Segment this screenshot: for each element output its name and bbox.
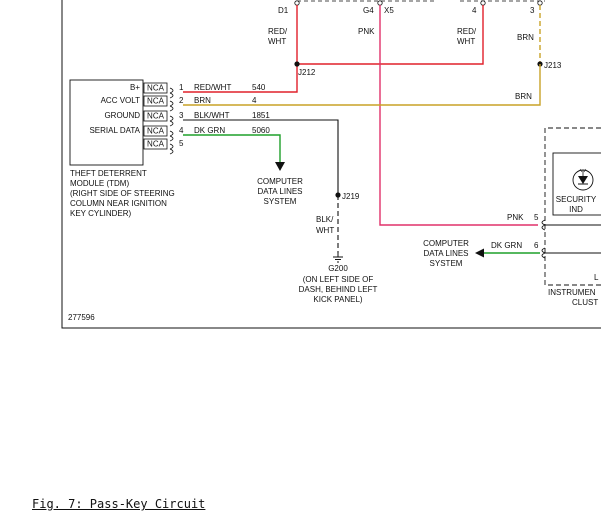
nca-label: NCA (147, 84, 165, 93)
tdm-name-2: MODULE (TDM) (70, 179, 129, 188)
top-terminal-g4 (377, 0, 383, 6)
label-pin3: 3 (530, 6, 535, 15)
tdm-circuit-number: 5060 (252, 126, 270, 135)
splice-j212 (294, 61, 300, 67)
figure-caption: Fig. 7: Pass-Key Circuit (32, 497, 206, 511)
connector-icon (169, 87, 174, 99)
tdm-pin-number: 3 (179, 111, 184, 120)
tdm-pin-number: 4 (179, 126, 184, 135)
label-brn-top: BRN (517, 33, 534, 42)
wire-red-wht-to-pin1 (183, 64, 298, 93)
wire-pnk (379, 5, 538, 226)
tdm-pin-label: SERIAL DATA (89, 126, 140, 135)
label-red-wht-1: RED/ (268, 27, 288, 36)
label-pnk-right: PNK (507, 213, 524, 222)
label-brn-right: BRN (515, 92, 532, 101)
label-red-wht-2: WHT (268, 37, 286, 46)
tdm-name-1: THEFT DETERRENT (70, 169, 147, 178)
computer-data-left-3: SYSTEM (264, 197, 297, 206)
computer-data-right-3: SYSTEM (430, 259, 463, 268)
top-terminal-d1 (294, 0, 300, 6)
nca-box (143, 138, 168, 150)
ground-line-1: (ON LEFT SIDE OF (303, 275, 374, 284)
instrument-cluster-box (544, 127, 601, 286)
arrow-left-icon (475, 248, 484, 258)
label-red-wht2-2: WHT (457, 37, 475, 46)
tdm-pin-number: 5 (179, 139, 184, 148)
nca-label: NCA (147, 127, 165, 136)
security-label-1: SECURITY (556, 195, 597, 204)
computer-data-left-2: DATA LINES (257, 187, 302, 196)
label-red-wht2-1: RED/ (457, 27, 477, 36)
label-blk-wht-1: BLK/ (316, 215, 334, 224)
nca-label: NCA (147, 97, 165, 106)
tdm-wire-color: BRN (194, 96, 211, 105)
nca-label: NCA (147, 140, 165, 149)
security-indicator-box (552, 152, 601, 216)
tdm-wire-color: DK GRN (194, 126, 225, 135)
connector-icon (169, 130, 174, 142)
label-l: L (594, 273, 599, 282)
figure-id: 277596 (68, 313, 95, 322)
splice-j219 (335, 192, 341, 198)
wire-red-wht-right (297, 5, 484, 65)
arrow-down-icon (275, 162, 285, 171)
instrument-label-1: INSTRUMEN (548, 288, 596, 297)
label-pin4: 4 (472, 6, 477, 15)
computer-data-right-1: COMPUTER (423, 239, 469, 248)
ground-icon (333, 253, 343, 263)
security-label-2: IND (569, 205, 583, 214)
tdm-pin-number: 2 (179, 96, 184, 105)
connector-icon (169, 100, 174, 112)
tdm-pin-number: 1 (179, 83, 184, 92)
tdm-circuit-number: 1851 (252, 111, 270, 120)
tdm-pin-label: ACC VOLT (101, 96, 141, 105)
ground-line-2: DASH, BEHIND LEFT (299, 285, 378, 294)
label-pin6: 6 (534, 241, 539, 250)
connector-6-icon (541, 247, 546, 259)
tdm-name-3: (RIGHT SIDE OF STEERING (70, 189, 175, 198)
ground-id: G200 (328, 264, 348, 273)
connector-icon (169, 143, 174, 155)
tdm-module-box (69, 79, 144, 166)
tdm-circuit-number: 4 (252, 96, 257, 105)
label-pin5: 5 (534, 213, 539, 222)
tdm-wire-color: BLK/WHT (194, 111, 230, 120)
label-g4: G4 (363, 6, 374, 15)
label-pnk-top: PNK (358, 27, 375, 36)
top-terminal-3 (537, 0, 543, 6)
nca-label: NCA (147, 112, 165, 121)
connector-5-icon (541, 219, 546, 231)
computer-data-right-2: DATA LINES (423, 249, 468, 258)
nca-box (143, 110, 168, 122)
tdm-pin-label: GROUND (104, 111, 140, 120)
label-dk-grn-right: DK GRN (491, 241, 522, 250)
label-x5: X5 (384, 6, 394, 15)
tdm-circuit-number: 540 (252, 83, 266, 92)
diagram-border (61, 0, 601, 329)
label-blk-wht-2: WHT (316, 226, 334, 235)
instrument-label-2: CLUST (572, 298, 598, 307)
tdm-wire-color: RED/WHT (194, 83, 231, 92)
nca-box (143, 82, 168, 94)
wire-blk-wht (183, 119, 339, 195)
tdm-name-4: COLUMN NEAR IGNITION (70, 199, 167, 208)
ground-line-3: KICK PANEL) (313, 295, 363, 304)
label-j212: J212 (298, 68, 316, 77)
connector-icon (169, 115, 174, 127)
label-j213: J213 (544, 61, 562, 70)
top-terminal-4 (480, 0, 486, 6)
computer-data-left-1: COMPUTER (257, 177, 303, 186)
wire-dk-grn-left (183, 134, 281, 162)
tdm-name-5: KEY CYLINDER) (70, 209, 132, 218)
label-j219: J219 (342, 192, 360, 201)
nca-box (143, 95, 168, 107)
tdm-pin-label: B+ (130, 83, 140, 92)
label-d1: D1 (278, 6, 289, 15)
nca-box (143, 125, 168, 137)
led-icon (572, 168, 594, 191)
wire-brn (183, 64, 541, 106)
